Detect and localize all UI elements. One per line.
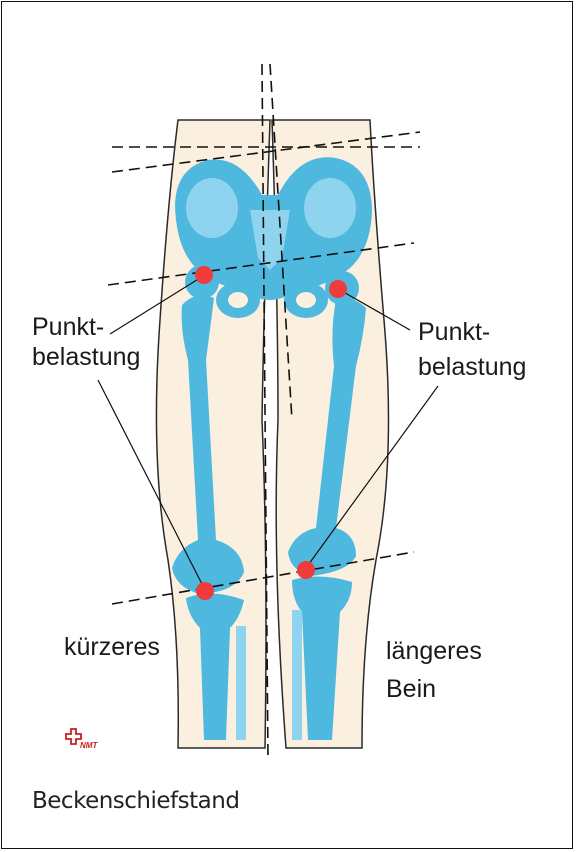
label-point-load-right-line1: Punkt- (418, 317, 490, 347)
label-longer-leg-line2: Bein (386, 674, 436, 704)
pressure-point-left-hip-icon (195, 266, 213, 284)
label-point-load-right-line2: belastung (418, 352, 526, 382)
nmt-logo-text: NMT (80, 741, 97, 750)
pressure-point-right-hip-icon (329, 280, 347, 298)
label-longer-leg-line1: längeres (386, 636, 482, 666)
label-shorter-leg: kürzeres (64, 632, 160, 662)
pressure-point-left-knee-icon (196, 582, 214, 600)
label-point-load-left-line1: Punkt- (32, 312, 104, 342)
pressure-point-right-knee-icon (297, 561, 315, 579)
caption: Beckenschiefstand (32, 788, 239, 814)
label-point-load-left-line2: belastung (32, 342, 140, 372)
